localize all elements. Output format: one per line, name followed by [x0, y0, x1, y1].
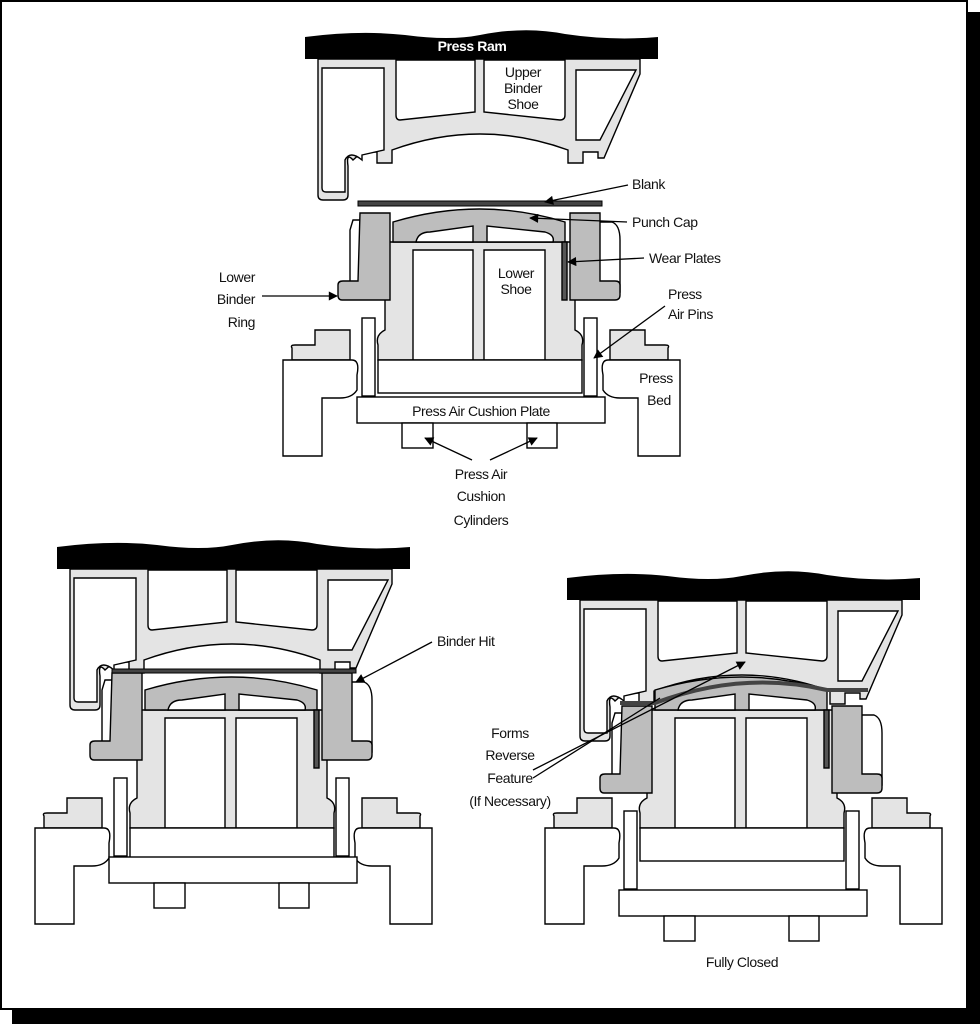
- press-ram: [57, 540, 410, 569]
- label-cylinders-1: Press Air: [455, 466, 508, 482]
- label-fully-closed: Fully Closed: [706, 954, 778, 970]
- label-binder-hit: Binder Hit: [437, 633, 495, 649]
- arrow-binder-hit: [355, 641, 433, 683]
- leader-arrows: [262, 184, 746, 779]
- arrow-punch-cap: [529, 213, 628, 223]
- label-lower-binder-ring-1: Lower: [219, 269, 256, 285]
- label-lower-binder-ring-3: Ring: [228, 314, 255, 330]
- label-upper-binder-shoe-2: Binder: [504, 80, 543, 96]
- label-lower-shoe-1: Lower: [498, 265, 535, 281]
- label-upper-binder-shoe-3: Shoe: [507, 96, 539, 112]
- formed-blank: [620, 680, 868, 705]
- arrow-cylinder-left: [424, 437, 473, 461]
- label-press-air-pins-2: Air Pins: [668, 306, 713, 322]
- label-forms-reverse-4: (If Necessary): [469, 793, 551, 809]
- label-wear-plates: Wear Plates: [649, 250, 721, 266]
- assembly-open: [282, 30, 681, 457]
- label-press-bed-2: Bed: [647, 392, 671, 408]
- label-press-air-pins-1: Press: [668, 286, 702, 302]
- label-upper-binder-shoe-1: Upper: [505, 64, 542, 80]
- arrow-cylinder-right: [489, 437, 538, 461]
- assembly-binder-hit: [34, 540, 433, 925]
- label-lower-shoe-2: Shoe: [500, 281, 532, 297]
- label-forms-reverse-2: Reverse: [485, 747, 535, 763]
- label-punch-cap: Punch Cap: [632, 214, 698, 230]
- arrow-press-air-pins: [593, 305, 666, 359]
- label-press-air-cushion-plate: Press Air Cushion Plate: [412, 403, 550, 419]
- arrow-blank: [544, 184, 629, 205]
- assembly-fully-closed: [544, 571, 943, 942]
- blank-sheet: [111, 668, 357, 674]
- label-forms-reverse-3: Feature: [487, 770, 533, 786]
- arrow-reverse-feature: [532, 661, 746, 771]
- blank-sheet: [357, 200, 603, 207]
- label-lower-binder-ring-2: Binder: [217, 291, 256, 307]
- label-forms-reverse-1: Forms: [491, 725, 529, 741]
- label-cylinders-3: Cylinders: [454, 512, 509, 528]
- press-ram: [567, 571, 920, 600]
- label-press-ram: Press Ram: [438, 38, 507, 54]
- label-blank: Blank: [632, 176, 666, 192]
- label-cylinders-2: Cushion: [457, 488, 506, 504]
- arrow-wear-plates: [567, 257, 645, 267]
- label-press-bed-1: Press: [639, 370, 673, 386]
- arrow-reverse-feature-2: [532, 697, 661, 779]
- upper-binder-shoe: [317, 58, 641, 201]
